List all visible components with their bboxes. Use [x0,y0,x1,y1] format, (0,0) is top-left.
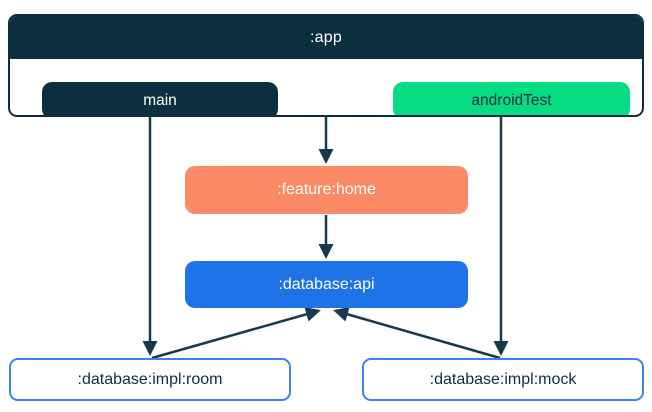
node-source-set-androidtest-label: androidTest [471,91,552,109]
node-database-api-label: :database:api [278,275,375,293]
node-database-impl-mock: :database:impl:mock [362,358,644,401]
node-database-api: :database:api [185,261,468,308]
node-feature-home: :feature:home [185,166,468,214]
node-database-impl-room-label: :database:impl:room [77,370,223,388]
node-feature-home-label: :feature:home [277,181,376,198]
node-app-header: :app [10,16,642,59]
node-database-impl-room: :database:impl:room [9,358,291,401]
node-app: :app main androidTest [8,14,644,117]
edge-impl-mock-to-database-api [333,307,501,360]
node-source-set-main: main [42,82,278,115]
node-source-set-androidtest: androidTest [393,82,630,115]
node-database-impl-mock-label: :database:impl:mock [429,370,577,388]
node-app-label: :app [310,28,342,46]
edge-impl-room-to-database-api [151,307,321,360]
node-source-set-main-label: main [143,91,177,109]
